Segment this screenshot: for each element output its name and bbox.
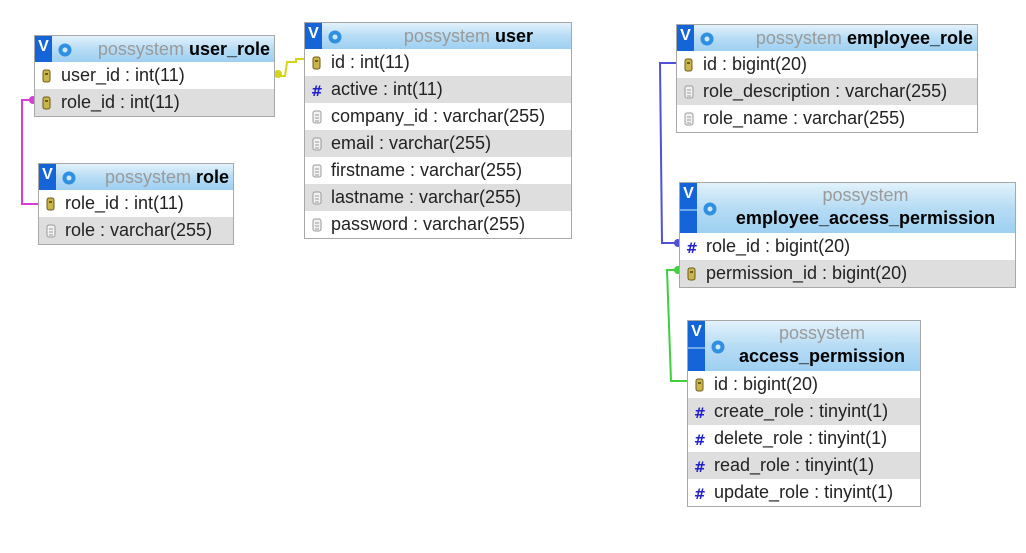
key-icon: [684, 58, 693, 72]
table-title: possystem user_role: [97, 39, 270, 59]
svg-text:#: #: [694, 460, 706, 473]
gear-icon[interactable]: [61, 170, 77, 186]
table-header[interactable]: V possystem role: [39, 164, 233, 190]
text-field-icon: [46, 224, 56, 238]
table-user[interactable]: V possystem user id : int(11) # active :…: [304, 22, 572, 239]
column-row[interactable]: firstname : varchar(255): [305, 157, 571, 184]
column-row[interactable]: role_description : varchar(255): [677, 78, 977, 105]
svg-text:#: #: [694, 406, 706, 419]
key-icon: [42, 96, 51, 110]
column-row[interactable]: permission_id : bigint(20): [680, 260, 1015, 287]
column-row[interactable]: # role_id : bigint(20): [686, 236, 851, 256]
v-toggle-icon[interactable]: V: [688, 321, 705, 371]
column-row[interactable]: # delete_role : tinyint(1): [694, 428, 888, 448]
svg-text:#: #: [694, 433, 706, 446]
key-icon: [695, 378, 704, 392]
column-row[interactable]: company_id : varchar(255): [305, 103, 571, 130]
table-user-role[interactable]: V possystem user_role user_id : int(11) …: [34, 35, 275, 117]
column-row[interactable]: # update_role : tinyint(1): [694, 482, 894, 502]
column-row[interactable]: role_id : int(11): [39, 190, 233, 217]
svg-text:#: #: [694, 487, 706, 500]
column-row[interactable]: # create_role : tinyint(1): [688, 398, 920, 425]
text-field-icon: [312, 191, 322, 205]
hash-icon: #: [694, 460, 706, 473]
table-title: possystem employee_role: [755, 28, 973, 48]
column-row[interactable]: id : bigint(20): [688, 371, 920, 398]
key-icon: [312, 56, 321, 70]
column-row[interactable]: # active : int(11): [305, 76, 571, 103]
column-row[interactable]: role_name : varchar(255): [677, 105, 977, 132]
svg-text:#: #: [686, 241, 698, 254]
hash-icon: #: [694, 487, 706, 500]
column-row[interactable]: password : varchar(255): [305, 211, 571, 238]
text-field-icon: [312, 218, 322, 232]
key-icon: [42, 69, 51, 83]
table-title: possystem user: [403, 26, 533, 46]
table-role[interactable]: V possystem role role_id : int(11) role …: [38, 163, 234, 245]
column-row[interactable]: # read_role : tinyint(1): [688, 452, 920, 479]
v-toggle-icon[interactable]: V: [677, 25, 694, 51]
gear-icon[interactable]: [57, 42, 73, 58]
column-row[interactable]: email : varchar(255): [305, 130, 571, 157]
column-row[interactable]: role : varchar(255): [39, 217, 233, 244]
gear-icon[interactable]: [710, 339, 726, 355]
hash-icon: #: [694, 406, 706, 419]
v-toggle-icon[interactable]: V: [680, 183, 697, 233]
table-title: possystem role: [104, 167, 229, 187]
column-row[interactable]: id : bigint(20): [677, 51, 977, 78]
gear-icon[interactable]: [702, 201, 718, 217]
key-icon: [687, 267, 696, 281]
table-header[interactable]: V possystem employee_role: [677, 25, 977, 51]
hash-icon: #: [686, 241, 698, 254]
table-employee-role[interactable]: V possystem employee_role id : bigint(20…: [676, 24, 978, 133]
hash-icon: #: [311, 84, 323, 97]
text-field-icon: [312, 137, 322, 151]
table-header[interactable]: V possystem user: [305, 23, 571, 49]
v-toggle-icon[interactable]: V: [305, 23, 322, 49]
gear-icon[interactable]: [699, 31, 715, 47]
v-toggle-icon[interactable]: V: [35, 36, 52, 62]
gear-icon[interactable]: [327, 29, 343, 45]
column-row[interactable]: lastname : varchar(255): [305, 184, 571, 211]
key-icon: [46, 197, 55, 211]
column-row[interactable]: user_id : int(11): [35, 62, 274, 89]
text-field-icon: [312, 164, 322, 178]
v-toggle-icon[interactable]: V: [39, 164, 56, 190]
hash-icon: #: [694, 433, 706, 446]
table-header[interactable]: V possystem user_role: [35, 36, 274, 62]
relation-user-role-to-user: [274, 58, 304, 78]
text-field-icon: [684, 85, 694, 99]
column-row[interactable]: role_id : int(11): [35, 89, 274, 116]
svg-text:#: #: [311, 84, 323, 97]
text-field-icon: [312, 110, 322, 124]
column-row[interactable]: id : int(11): [305, 49, 571, 76]
text-field-icon: [684, 112, 694, 126]
